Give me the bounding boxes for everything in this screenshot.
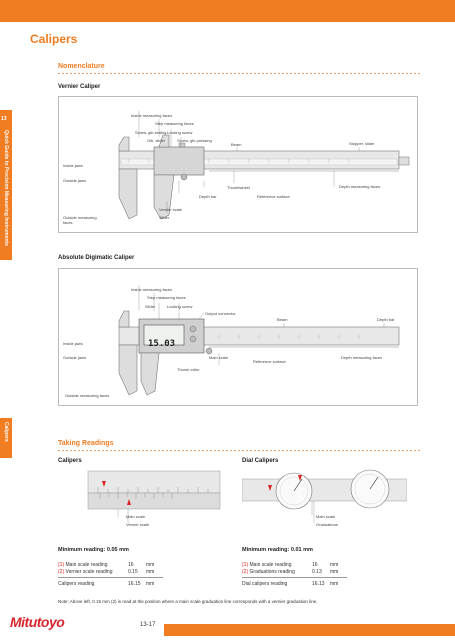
dial-sum-rule [242,577,347,578]
label-inside-jaws: Inside jaws [63,163,83,168]
label-inside-measuring-faces: Inside measuring faces [131,113,173,118]
digimatic-caliper-title: Absolute Digimatic Caliper [58,255,135,261]
label-beam: Beam [231,142,242,147]
marker-2: (2) [242,569,249,575]
page-title: Calipers [30,32,78,46]
marker-1: (1) [58,562,65,568]
label-reference-surface-digi: Reference surface [253,359,286,364]
dial-calipers-reading-title: Dial Calipers [242,458,279,464]
dial-row-graduations: (2) Graduations reading [242,569,295,575]
page-number: 13-17 [140,622,156,628]
vernier-caliper-title: Vernier Caliper [58,84,101,90]
taking-readings-heading: Taking Readings [58,440,114,447]
vernier-reading-drawing [87,470,221,523]
dial-total-unit: mm [330,581,339,587]
vernier-caliper-diagram: Inside measuring faces Step measuring fa… [58,96,418,233]
chapter-number: 13 [1,116,7,122]
marker-1: (1) [242,562,249,568]
section-title-vertical: Calipers [3,422,9,442]
calipers-row-main: (1) Main scale reading [58,562,107,568]
label-main-scale-digi: Main scale [209,355,229,360]
lcd-display-value: 15.03 [148,339,176,349]
top-banner [0,0,455,22]
label-step-measuring-faces: Step measuring faces [155,121,194,126]
taking-readings-rule [58,450,420,451]
mitutoyo-logo: Mitutoyo [10,614,65,630]
row-label: Main scale reading [65,562,108,568]
calipers-reading-diagram: Main scale Vernier scale [58,467,223,535]
label-screw-gib-pressing: Screw, gib pressing [177,138,212,143]
label-vernier-scale-reading: Vernier scale [126,522,150,527]
label-outside-jaws-digi: Outside jaws [63,355,86,360]
calipers-total-unit: mm [146,581,155,587]
row-label: Main scale reading [249,562,292,568]
label-main-scale-reading: Main scale [126,514,146,519]
dial-total-value: 16.13 [312,581,325,587]
label-output-connector: Output connector [205,311,236,316]
calipers-row-main-value: 16 [128,562,134,568]
nomenclature-heading: Nomenclature [58,63,105,70]
dial-row-main-value: 16 [312,562,318,568]
label-outside-measuring-faces: Outside measuring faces [63,215,97,225]
chapter-side-tab [0,110,12,260]
bottom-banner [164,624,455,636]
calipers-total-value: 16.15 [128,581,141,587]
label-slider-digi: Slider [145,304,156,309]
label-graduations-dial: Graduations [316,522,338,527]
label-locking-screw: Locking screw [167,130,193,135]
label-step-measuring-faces-digi: Step measuring faces [147,295,186,300]
dial-row-main: (1) Main scale reading [242,562,291,568]
label-main-scale-dial: Main scale [316,514,336,519]
dial-total-label: Dial calipers reading [242,581,288,587]
label-thumb-roller: Thumb-roller [177,367,200,372]
calipers-min-reading: Minimum reading: 0.05 mm [58,547,129,553]
label-vernier-scale: Vernier scale [159,207,183,212]
dial-row-main-unit: mm [330,562,339,568]
section-side-tab [0,418,12,458]
label-stopper-slider: Stopper, slider [349,141,375,146]
digimatic-caliper-drawing [118,285,400,396]
dial-min-reading: Minimum reading: 0.01 mm [242,547,313,553]
label-locking-screw-digi: Locking screw [167,304,193,309]
label-gib-slider: Gib, slider [147,138,166,143]
label-screw-gib-setting: Screw, gib setting [135,130,167,135]
label-inside-measuring-faces-digi: Inside measuring faces [131,287,173,292]
calipers-reading-title: Calipers [58,458,82,464]
row-label: Vernier scale reading [65,569,113,575]
label-inside-jaws-digi: Inside jaws [63,341,83,346]
label-thumbwheel: Thumbwheel [227,185,250,190]
dial-row-graduations-unit: mm [330,569,339,575]
label-beam-digi: Beam [277,317,288,322]
calipers-row-main-unit: mm [146,562,155,568]
calipers-sum-rule [58,577,163,578]
calipers-row-vernier-value: 0.15 [128,569,138,575]
row-label: Graduations reading [249,569,295,575]
calipers-total-label: Calipers reading [58,581,95,587]
label-reference-surface: Reference surface [257,194,290,199]
calipers-row-vernier-unit: mm [146,569,155,575]
marker-2: (2) [58,569,65,575]
dial-calipers-reading-diagram: Main scale Graduations [242,467,407,535]
vernier-caliper-drawing [118,111,410,220]
label-slider: Slider [159,215,170,220]
label-depth-measuring-faces-digi: Depth measuring faces [341,355,383,360]
calipers-row-vernier: (2) Vernier scale reading [58,569,113,575]
dial-reading-drawing [242,469,407,523]
label-depth-bar-digi: Depth bar [377,317,395,322]
label-outside-jaws: Outside jaws [63,178,86,183]
digimatic-caliper-diagram: 15.03 Inside measuring faces Step measur… [58,268,418,406]
dial-row-graduations-value: 0.13 [312,569,322,575]
label-outside-measuring-faces-digi: Outside measuring faces [65,393,110,398]
readings-note: Note: Above left, 0.15 mm (2) is read at… [58,599,318,604]
chapter-title-vertical: Quick Guide to Precision Measuring Instr… [3,130,9,246]
label-depth-bar: Depth bar [199,194,217,199]
label-depth-measuring-faces: Depth measuring faces [339,184,381,189]
nomenclature-rule [58,73,420,74]
